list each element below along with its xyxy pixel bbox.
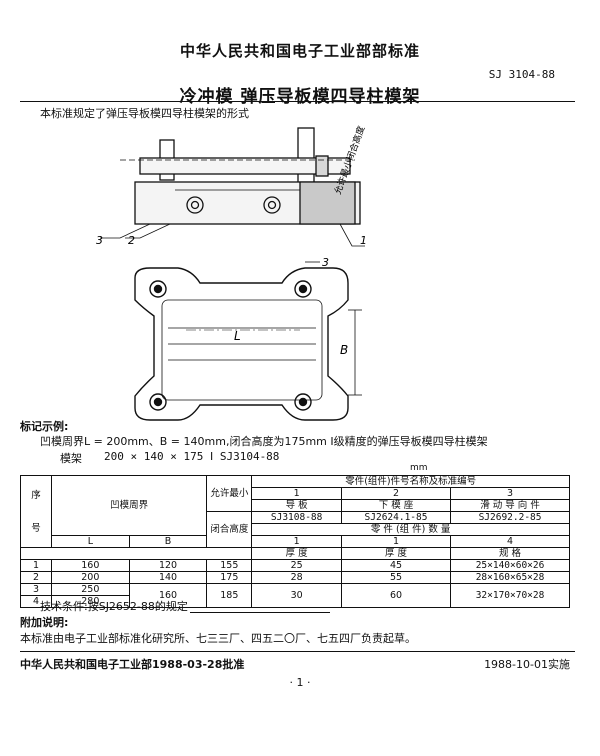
th-spec-1: 厚 度	[251, 547, 342, 560]
title-rule	[20, 101, 575, 102]
th-spec-2: 厚 度	[340, 547, 452, 560]
cell-L: 200	[51, 571, 130, 584]
th-part-name-3: 滑 动 导 向 件	[450, 499, 570, 512]
die-set-drawing: 3 2 1 允许最小闭合高度 3 L B	[96, 124, 367, 421]
example-line-2-label: 模架	[60, 452, 82, 465]
part-label-2: 2	[128, 234, 135, 247]
cell-thickness-1: 25	[251, 559, 342, 572]
intro-text: 本标准规定了弹压导板模四导柱模架的形式	[40, 107, 249, 120]
label-3-top: 3	[322, 256, 329, 269]
leader-lines	[100, 223, 365, 247]
th-part-no-1: 1	[251, 487, 342, 500]
th-part-std-3: SJ2692.2-85	[450, 511, 570, 524]
cell-no: 1	[20, 559, 52, 572]
approval-text: 中华人民共和国电子工业部1988-03-28批准	[20, 658, 245, 671]
cell-thickness-2: 55	[340, 571, 452, 584]
cell-thickness-2: 60	[340, 583, 452, 608]
standard-code: SJ 3104-88	[488, 68, 555, 81]
dimension-lines	[305, 261, 362, 396]
front-view	[120, 127, 361, 225]
th-qty-1: 1	[251, 535, 342, 548]
cell-no: 3	[20, 583, 52, 596]
document-title: 冷冲模 弹压导板模四导柱模架	[179, 87, 421, 107]
effective-date: 1988-10-01实施	[484, 658, 570, 671]
cell-spec: 32×170×70×28	[450, 583, 570, 608]
cell-L: 280	[51, 595, 130, 608]
cell-thickness-1: 28	[251, 571, 342, 584]
tech-underline	[190, 612, 330, 613]
cell-height: 185	[206, 583, 253, 608]
th-qty-3: 4	[450, 535, 570, 548]
issuer-title: 中华人民共和国电子工业部部标准	[179, 42, 420, 60]
top-view	[134, 267, 349, 421]
table-row: 3 250 160 185 30 60 32×170×70×28	[20, 583, 570, 608]
th-part-name-1: 导 板	[251, 499, 342, 512]
cell-B: 120	[128, 559, 208, 572]
cell-thickness-2: 45	[340, 559, 452, 572]
cell-no: 4	[20, 595, 52, 608]
th-perimeter: 凹模周界	[50, 475, 208, 536]
th-spacer	[19, 547, 253, 560]
notes-text: 本标准由电子工业部标准化研究所、七三三厂、四五二〇厂、七五四厂负责起草。	[20, 632, 416, 645]
th-L: L	[51, 535, 130, 548]
tech-conditions: 技术条件:按SJ2652-88的规定	[40, 600, 188, 613]
th-part-no-2: 2	[340, 487, 452, 500]
th-parts-title: 零件(组件)件号名称及标准编号	[251, 475, 570, 488]
th-min-height: 允许最小	[206, 475, 253, 512]
cell-B: 140	[128, 571, 208, 584]
example-line-2-value: 200 × 140 × 175 Ⅰ SJ3104-88	[104, 450, 280, 463]
dim-B: B	[340, 343, 348, 357]
cell-no: 2	[20, 571, 52, 584]
unit-label: mm	[410, 463, 428, 473]
spec-table: 序号 凹模周界 允许最小 零件(组件)件号名称及标准编号 1 2 3 导 板 下…	[19, 475, 570, 608]
table-row: 2 200 140 175 28 55 28×160×65×28	[20, 571, 570, 584]
th-qty-title: 零 件 (组 件) 数 量	[251, 523, 570, 536]
footer-rule	[20, 651, 575, 652]
cell-thickness-1: 30	[251, 583, 342, 608]
th-seq: 序号	[20, 475, 52, 548]
example-heading: 标记示例:	[20, 420, 69, 433]
cell-B: 160	[128, 583, 208, 608]
page-number: · 1 ·	[289, 676, 311, 689]
cell-spec: 28×160×65×28	[450, 571, 570, 584]
th-part-name-2: 下 模 座	[340, 499, 452, 512]
th-part-std-1: SJ3108-88	[251, 511, 342, 524]
th-spec-3: 规 格	[450, 547, 570, 560]
th-closed-height: 闭合高度	[206, 511, 253, 548]
th-qty-2: 1	[340, 535, 452, 548]
example-line-1: 凹模周界L = 200mm、B = 140mm,闭合高度为175mm Ⅰ级精度的…	[40, 435, 488, 448]
notes-heading: 附加说明:	[20, 616, 69, 629]
cell-L: 250	[51, 583, 130, 596]
th-part-std-2: SJ2624.1-85	[340, 511, 452, 524]
dim-L: L	[234, 329, 241, 343]
part-label-3: 3	[96, 234, 103, 247]
th-B: B	[128, 535, 208, 548]
part-label-1: 1	[360, 234, 367, 247]
table-row: 1 160 120 155 25 45 25×140×60×26	[20, 559, 570, 572]
cell-spec: 25×140×60×26	[450, 559, 570, 572]
cell-height: 155	[206, 559, 253, 572]
th-part-no-3: 3	[450, 487, 570, 500]
cell-L: 160	[51, 559, 130, 572]
table-row: 4 280	[20, 595, 570, 608]
cell-height: 175	[206, 571, 253, 584]
